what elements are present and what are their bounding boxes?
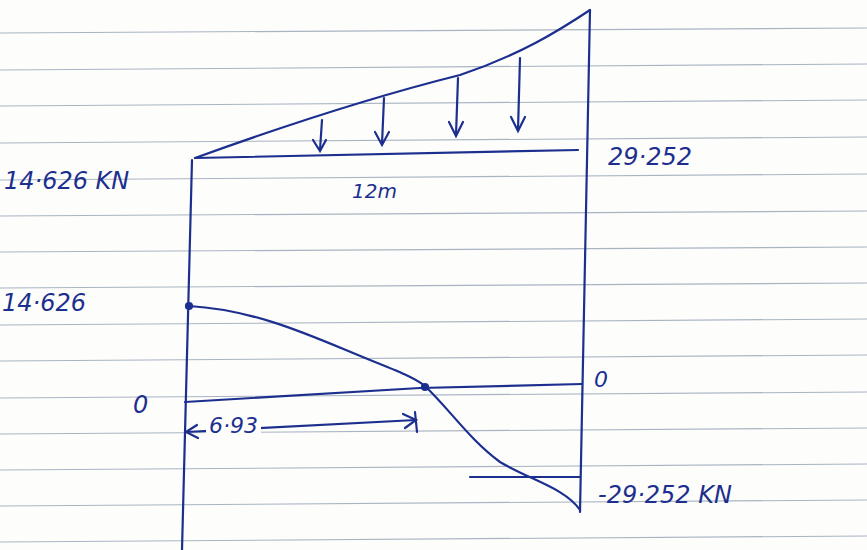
ink-drawing xyxy=(182,10,590,550)
shear-value: -29·252 KN xyxy=(598,482,732,508)
load-value: 14·626 KN xyxy=(4,168,129,194)
dimension-value: 6·93 xyxy=(206,414,261,438)
load-value: 29·252 xyxy=(608,144,692,170)
span-length: 12m xyxy=(352,180,397,202)
zero-mark: 0 xyxy=(133,392,148,418)
zero-mark: 0 xyxy=(594,368,608,392)
ruled-lines xyxy=(0,28,867,542)
shear-value: 14·626 xyxy=(2,290,86,316)
